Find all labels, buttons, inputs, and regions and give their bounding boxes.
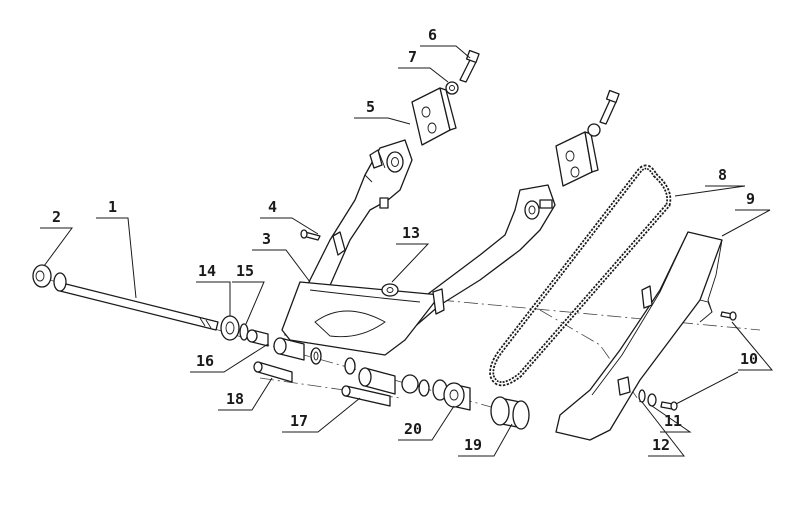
callout-labels: 2 1 3 4 5 6 7 8 9 10 11 12 13 14 15 16 1… — [52, 26, 758, 454]
hook-bolt[interactable] — [300, 229, 321, 241]
callout-3: 3 — [262, 230, 271, 248]
callout-16: 16 — [196, 352, 214, 370]
callout-11: 11 — [664, 412, 682, 430]
callout-18: 18 — [226, 390, 244, 408]
pivot-nut[interactable] — [32, 264, 52, 288]
chain-adjuster-right[interactable] — [555, 89, 620, 187]
callout-15: 15 — [236, 262, 254, 280]
callout-8: 8 — [718, 166, 727, 184]
right-bushing[interactable] — [344, 357, 430, 397]
chain-adjuster-left[interactable] — [411, 87, 457, 146]
guard-bolt-upper[interactable] — [720, 311, 737, 321]
callout-6: 6 — [428, 26, 437, 44]
guard-washer-spring[interactable] — [638, 389, 646, 403]
callout-20: 20 — [404, 420, 422, 438]
chain-guard[interactable] — [555, 231, 723, 441]
adjuster-bolt[interactable] — [459, 49, 480, 83]
dust-seal[interactable] — [220, 315, 240, 341]
adjuster-nut[interactable] — [445, 81, 459, 95]
drive-chain[interactable] — [489, 164, 672, 387]
plate-nut[interactable] — [381, 283, 399, 297]
callout-13: 13 — [402, 224, 420, 242]
flanged-collar[interactable] — [432, 379, 471, 411]
callout-1: 1 — [108, 198, 117, 216]
axle-spacer[interactable] — [341, 385, 391, 407]
callout-7: 7 — [408, 48, 417, 66]
callout-12: 12 — [652, 436, 670, 454]
guard-bolt-lower[interactable] — [660, 401, 678, 411]
swing-arm[interactable] — [281, 139, 556, 356]
pivot-bushing[interactable] — [246, 329, 322, 365]
chain-roller[interactable] — [490, 396, 530, 430]
callout-2: 2 — [52, 208, 61, 226]
callout-14: 14 — [198, 262, 216, 280]
pivot-shaft[interactable] — [53, 272, 219, 331]
callout-19: 19 — [464, 436, 482, 454]
callout-4: 4 — [268, 198, 277, 216]
callout-17: 17 — [290, 412, 308, 430]
pivot-spacer[interactable] — [253, 361, 293, 383]
guard-washer-flat[interactable] — [647, 393, 657, 407]
leader-lines — [40, 45, 774, 457]
callout-10: 10 — [740, 350, 758, 368]
callout-9: 9 — [746, 190, 755, 208]
callout-5: 5 — [366, 98, 375, 116]
